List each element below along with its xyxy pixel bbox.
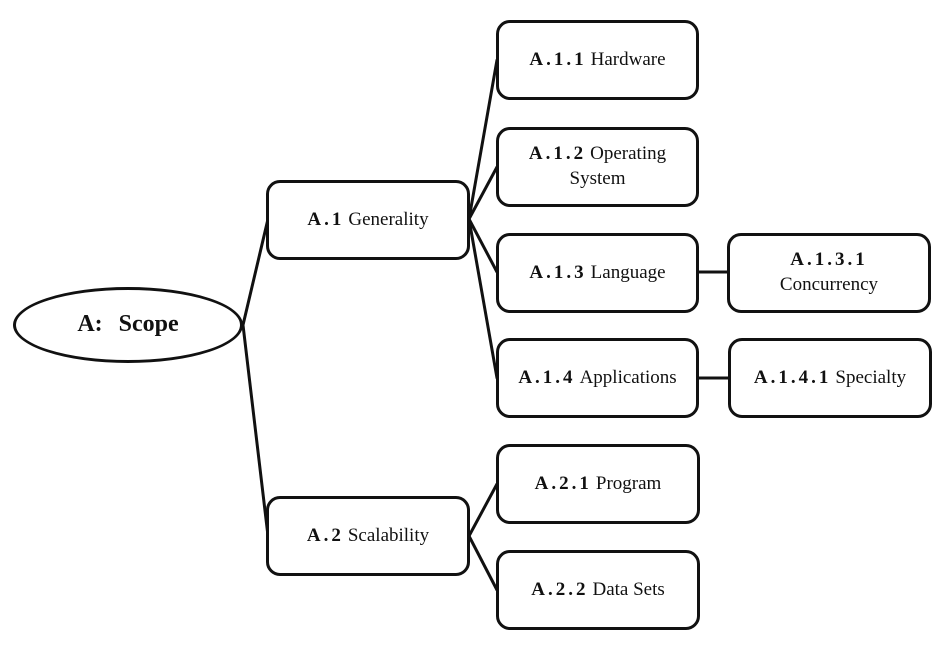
node-hardware-code: A.1.1 xyxy=(529,48,587,70)
node-scope-label: Scope xyxy=(118,311,179,338)
edge-generality-operating-system xyxy=(467,165,499,221)
node-language-code: A.1.3 xyxy=(529,261,587,283)
node-scope-code: A: xyxy=(77,311,103,338)
node-concurrency: A.1.3.1 Concurrency xyxy=(727,233,931,313)
edge-scalability-program xyxy=(467,482,499,538)
node-hardware-label: Hardware xyxy=(590,48,666,70)
edge-scope-scalability xyxy=(241,323,270,538)
node-data-sets-label: Data Sets xyxy=(592,578,665,600)
node-applications-label: Applications xyxy=(579,366,677,388)
node-scope: A: Scope xyxy=(13,287,243,363)
edge-scalability-data-sets xyxy=(467,534,499,592)
node-language-label: Language xyxy=(590,261,666,283)
node-operating-system-code: A.1.2 xyxy=(528,143,587,165)
node-program-code: A.2.1 xyxy=(534,472,592,494)
node-scalability-code: A.2 xyxy=(306,524,344,546)
edge-scope-generality xyxy=(241,217,270,327)
node-concurrency-label: Concurrency xyxy=(779,274,879,295)
edge-generality-applications xyxy=(467,217,499,380)
edge-generality-hardware xyxy=(467,58,499,221)
node-applications-code: A.1.4 xyxy=(518,366,576,388)
node-scalability-label: Scalability xyxy=(347,524,430,546)
node-data-sets-code: A.2.2 xyxy=(531,578,589,600)
node-program-label: Program xyxy=(595,472,662,494)
node-generality-code: A.1 xyxy=(307,208,345,230)
edge-generality-language xyxy=(467,217,499,274)
node-concurrency-code: A.1.3.1 xyxy=(790,249,868,271)
node-operating-system-label: Operating System xyxy=(569,143,667,189)
node-generality-label: Generality xyxy=(348,208,429,230)
node-specialty-label: Specialty xyxy=(835,366,907,388)
node-specialty-code: A.1.4.1 xyxy=(753,366,832,388)
